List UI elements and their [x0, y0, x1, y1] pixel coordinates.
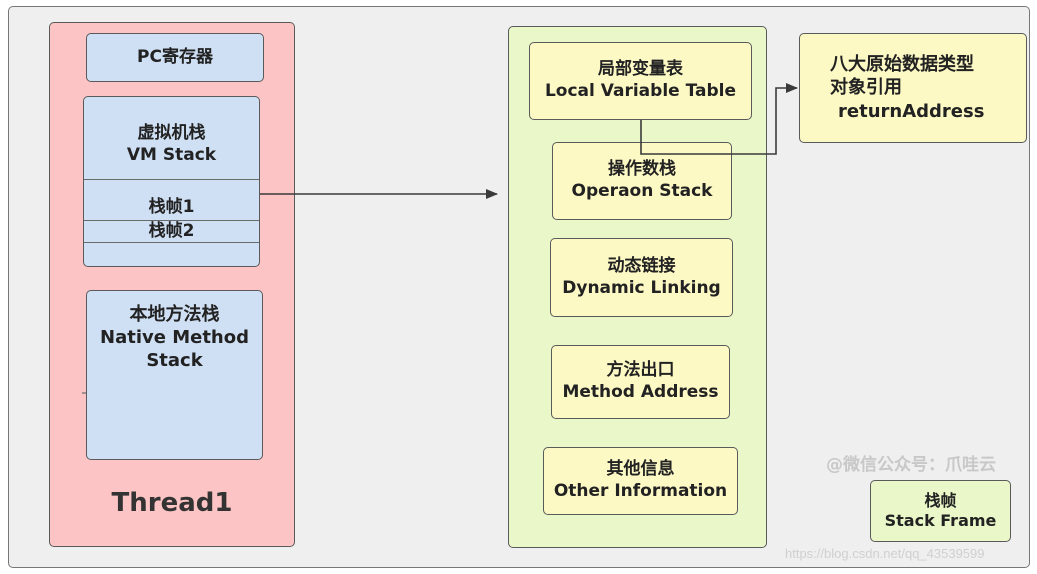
local-variable-table-box: 局部变量表 Local Variable Table	[529, 42, 752, 120]
frame-part-zh-label: 其他信息	[606, 459, 675, 480]
frame-part-en-label: Dynamic Linking	[562, 277, 721, 298]
frame-part-zh-label: 操作数栈	[608, 159, 676, 180]
frame-part-en-label: Operaon Stack	[571, 181, 713, 201]
thread-label: Thread1	[111, 488, 233, 518]
legend-en-label: Stack Frame	[884, 511, 997, 530]
data-types-line-3: returnAddress	[838, 100, 985, 122]
operand-stack-box: 操作数栈 Operaon Stack	[552, 142, 732, 220]
frame-part-en-label: Other Information	[553, 481, 728, 501]
frame-part-en-label: Local Variable Table	[544, 81, 737, 101]
frame-part-zh-label: 方法出口	[606, 360, 675, 381]
vm-stack-zh-label: 虚拟机栈	[137, 123, 206, 143]
pc-register-box: PC寄存器	[86, 33, 264, 82]
vm-stack-divider	[84, 220, 259, 221]
frame-part-zh-label: 局部变量表	[598, 59, 683, 80]
legend-zh-label: 栈帧	[924, 490, 957, 510]
vm-stack-divider	[84, 179, 259, 180]
data-types-line-2: 对象引用	[830, 77, 902, 99]
stack-frame-2-label: 栈帧2	[148, 221, 195, 241]
native-stack-en-label-1: Native Method	[100, 327, 249, 349]
native-stack-zh-label: 本地方法栈	[129, 304, 220, 325]
wechat-watermark: @微信公众号：爪哇云	[826, 455, 996, 475]
data-types-box: 八大原始数据类型 对象引用 returnAddress	[799, 33, 1027, 143]
stack-frame-1-label: 栈帧1	[148, 197, 195, 217]
vm-stack-divider	[84, 242, 259, 243]
data-types-line-1: 八大原始数据类型	[830, 53, 974, 75]
frame-part-zh-label: 动态链接	[607, 255, 676, 276]
method-address-box: 方法出口 Method Address	[551, 345, 730, 419]
frame-part-en-label: Method Address	[562, 382, 719, 402]
dynamic-linking-box: 动态链接 Dynamic Linking	[550, 238, 733, 317]
local-var-to-types-arrow	[640, 83, 798, 155]
vm-stack-en-label: VM Stack	[126, 144, 217, 165]
vm-stack-box: 虚拟机栈 VM Stack	[83, 96, 260, 267]
pc-register-label: PC寄存器	[137, 46, 213, 67]
native-stack-en-label-2: Stack	[146, 350, 203, 372]
native-method-stack-box: 本地方法栈 Native Method Stack	[86, 290, 263, 460]
stack-frame-legend-box: 栈帧 Stack Frame	[870, 480, 1011, 542]
url-watermark: https://blog.csdn.net/qq_43539599	[785, 546, 985, 561]
other-information-box: 其他信息 Other Information	[543, 447, 738, 515]
